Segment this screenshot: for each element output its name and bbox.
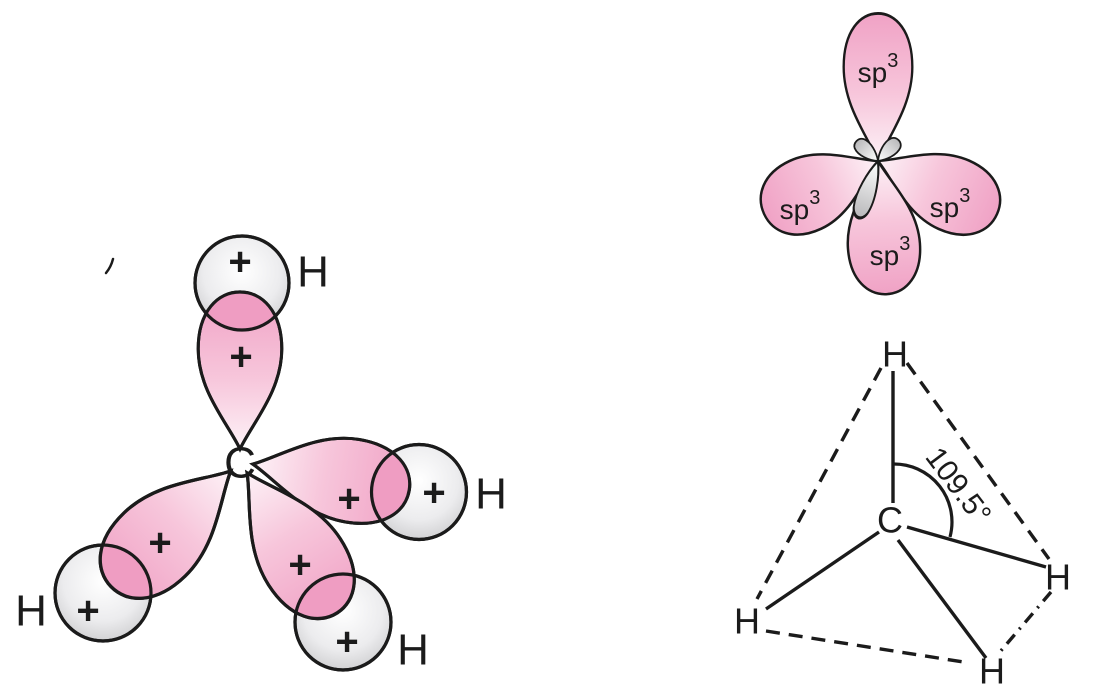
hydrogen-plus-sign: +	[76, 589, 99, 633]
carbon-label: C	[224, 439, 256, 488]
hydrogen-1s-outline	[293, 572, 393, 672]
carbon-label: C	[877, 500, 903, 541]
hydrogen-label: H	[297, 248, 329, 297]
methane-tetrahedron: H C H H H 109.5°	[734, 334, 1071, 692]
tetrahedron-edge	[765, 629, 971, 665]
c-h-bond-bottom	[896, 538, 988, 660]
bond-angle-arc	[892, 462, 954, 538]
hydrogen-plus-sign: +	[422, 471, 445, 515]
hydrogen-1s-outline	[369, 442, 469, 542]
bond-unit-bottom	[209, 448, 393, 672]
hydrogen-plus-sign: +	[228, 240, 251, 284]
hydrogen-label: H	[15, 587, 47, 636]
sp3-label: sp3	[858, 50, 899, 88]
sp3-label: sp3	[870, 233, 911, 271]
orbital-plus-sign: +	[337, 477, 360, 521]
hydrogen-label: H	[979, 651, 1005, 692]
stray-mark	[104, 257, 115, 275]
sp3-label: sp3	[780, 187, 821, 225]
hydrogen-1s-outline	[193, 234, 291, 332]
tetrahedron-edge	[905, 362, 1051, 560]
hydrogen-label: H	[397, 626, 429, 675]
hydrogen-plus-sign: +	[335, 620, 358, 664]
c-h-bond-left	[765, 530, 880, 611]
orbital-plus-sign: +	[288, 543, 311, 587]
hydrogen-1s-outline	[53, 543, 153, 643]
bond-unit-right	[244, 421, 469, 542]
tetrahedron-edge	[997, 590, 1053, 655]
hydrogen-label: H	[1045, 557, 1071, 598]
bond-unit-top	[193, 234, 291, 451]
hydrogen-label: H	[882, 334, 908, 375]
c-h-bond-right	[906, 525, 1047, 569]
bond-angle-label: 109.5°	[919, 441, 998, 530]
tetrahedron-edge	[755, 367, 883, 600]
orbital-plus-sign: +	[229, 335, 252, 379]
bond-unit-lower-left	[53, 437, 263, 643]
orbital-plus-sign: +	[148, 521, 171, 565]
sp3-hybrid-cluster: sp3 sp3 sp3 sp3	[747, 12, 1014, 298]
sp3-label: sp3	[930, 185, 971, 223]
hydrogen-label: H	[734, 601, 760, 642]
methane-overlap-diagram: + + + + + + + + C H H H H	[15, 234, 507, 675]
hydrogen-label: H	[475, 470, 507, 519]
